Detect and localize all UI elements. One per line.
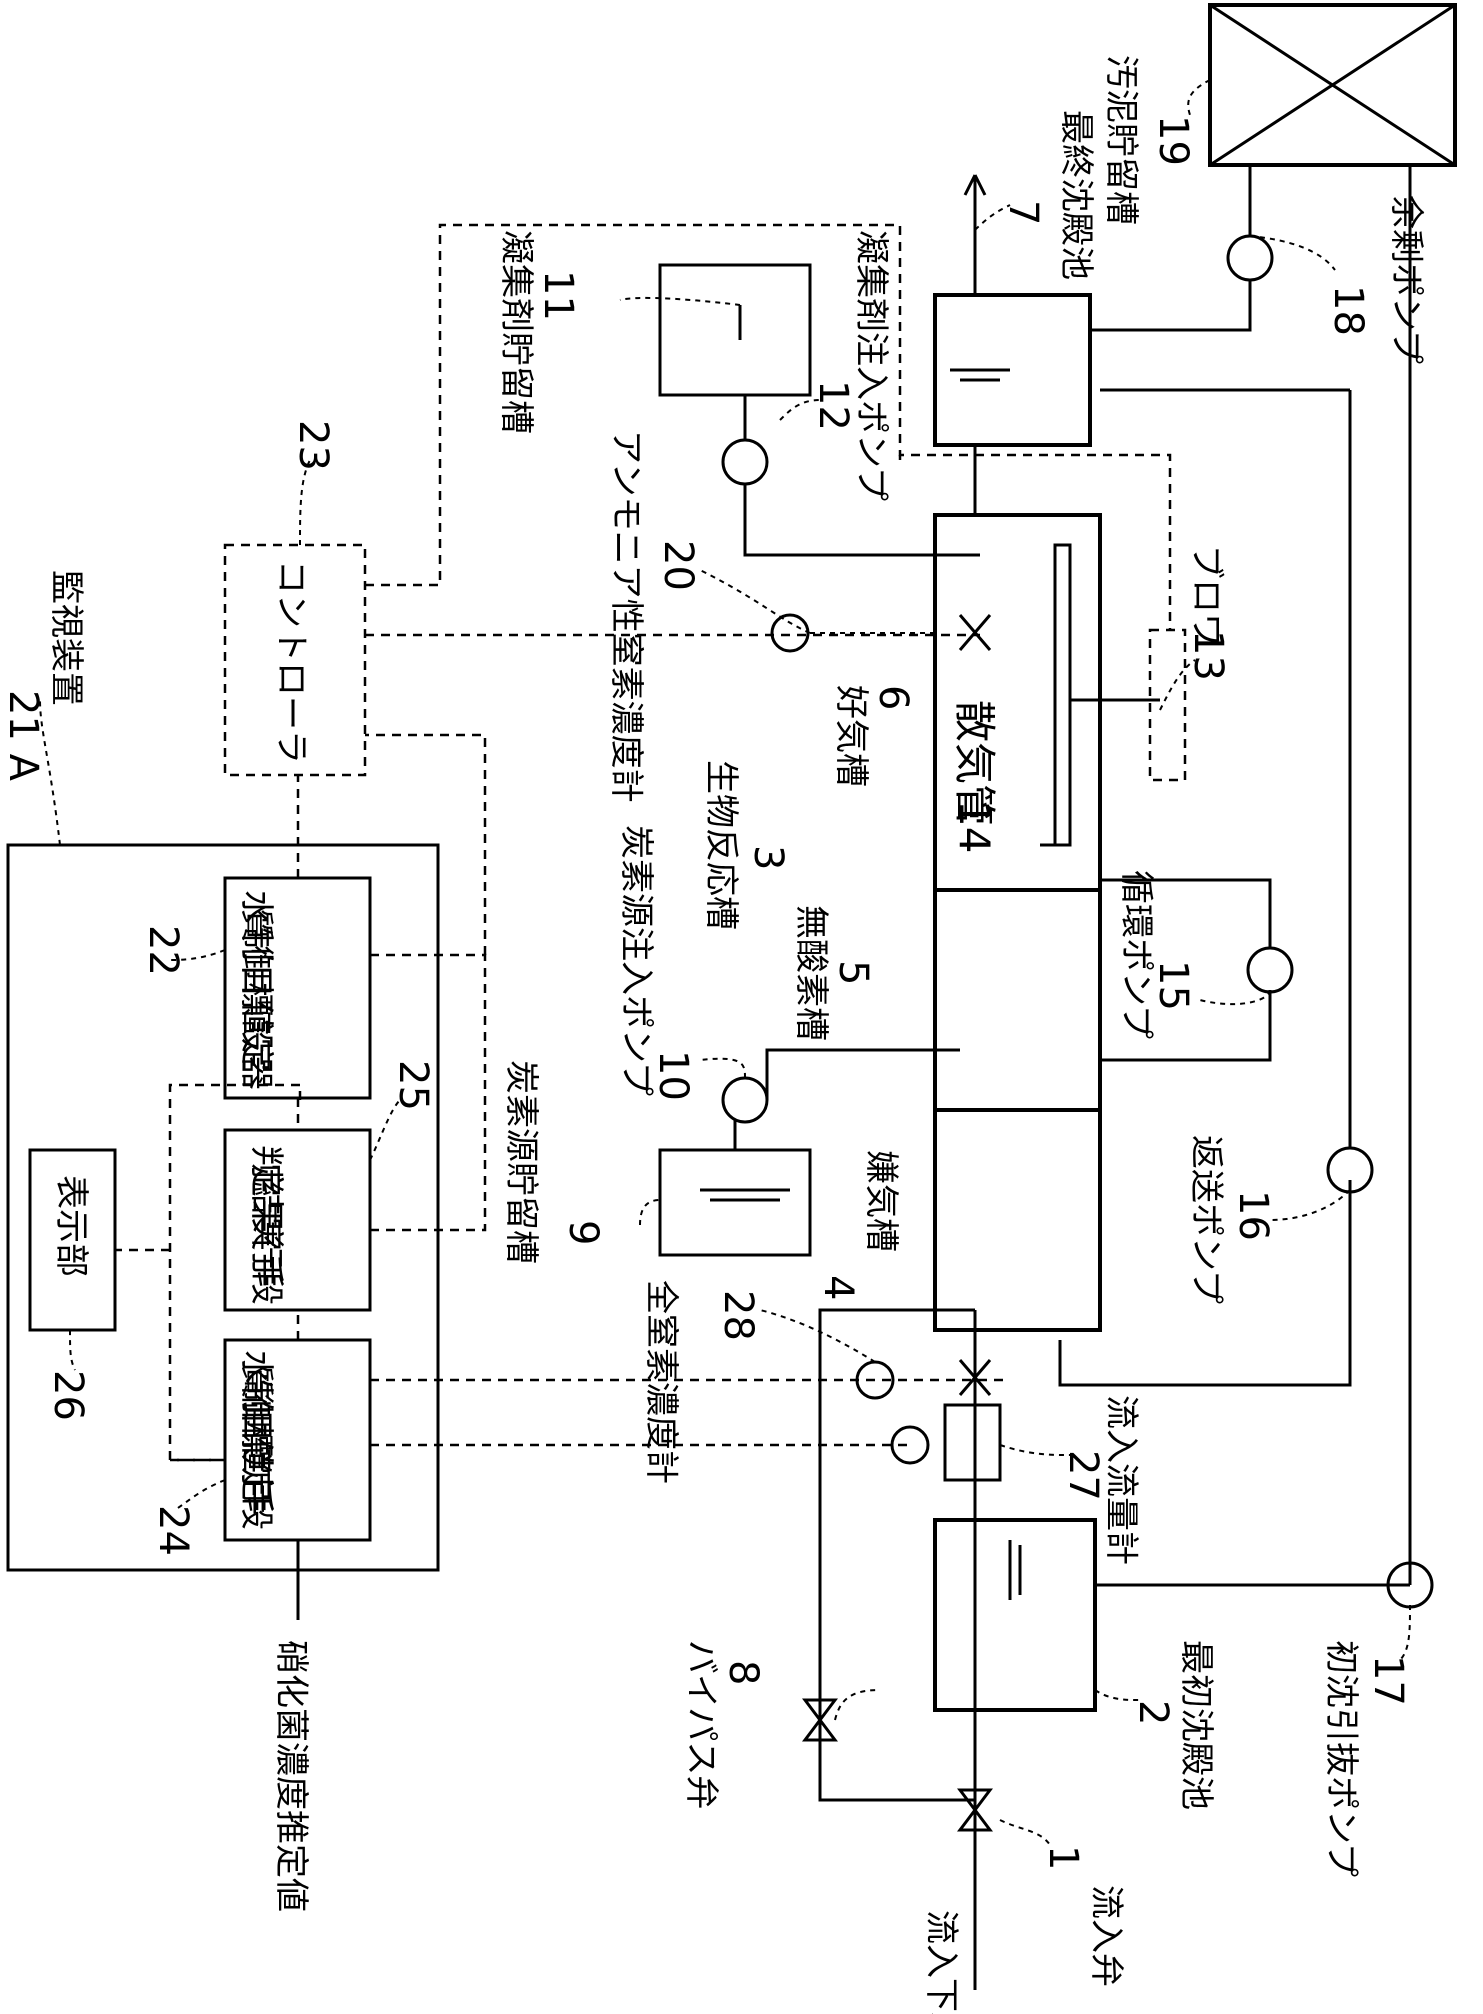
excess-pump-label: 余剰ポンプ <box>1386 195 1426 364</box>
target-setter-label: 水質制御目標値設定器 <box>236 890 276 1090</box>
controller-label: コントローラ <box>271 560 311 764</box>
target-judge-label: 水質制御目標値判定手段 <box>236 1350 276 1530</box>
ref-9: 9 <box>560 1220 606 1245</box>
ref-22: 22 <box>140 925 186 976</box>
diffuser-pipe <box>1053 543 1072 847</box>
excess-pump-icon <box>1226 234 1274 282</box>
ref-5: 5 <box>830 960 876 985</box>
coagulant-pump-label: 凝集剤注入ポンプ <box>851 230 891 501</box>
coagulant-pump-icon <box>721 438 769 486</box>
sludge-tank-label: 汚泥貯留槽 <box>1101 55 1141 225</box>
ref-27: 27 <box>1060 1450 1106 1501</box>
primary-settling-tank <box>933 1518 1097 1712</box>
ref-21: 21 A <box>0 690 46 782</box>
ref-19: 19 <box>1150 115 1196 166</box>
coagulant-tank-label: 凝集剤貯留槽 <box>496 230 536 434</box>
flowmeter-gauge-icon <box>890 1425 930 1465</box>
ref-6: 6 <box>870 685 916 710</box>
carbon-pump-icon <box>721 1076 769 1124</box>
aerobic-tank-label: 好気槽 <box>831 685 871 787</box>
carbon-tank-label: 炭素源貯留槽 <box>501 1060 541 1264</box>
diffuser-label: 散気管 <box>950 700 999 826</box>
ref-18: 18 <box>1325 285 1371 336</box>
carbon-pump-label: 炭素源注入ポンプ <box>616 825 656 1096</box>
total-nitrogen-meter-label: 全窒素濃度計 <box>641 1280 681 1484</box>
inflow-flowmeter-label: 流入流量計 <box>1101 1395 1141 1565</box>
controller-box <box>223 543 367 777</box>
circulation-pump-icon <box>1246 946 1294 994</box>
ref-20: 20 <box>655 540 701 591</box>
display-box <box>28 1148 117 1332</box>
sludge-tank <box>1208 3 1457 167</box>
anaerobic-tank-label: 嫌気槽 <box>861 1150 901 1252</box>
carbon-tank <box>658 1148 812 1257</box>
display-label: 表示部 <box>51 1175 91 1277</box>
ref-16: 16 <box>1230 1190 1276 1241</box>
circulation-pump-label: 循環ポンプ <box>1116 870 1156 1039</box>
ref-11: 11 <box>535 270 581 321</box>
monitor-label: 監視装置 <box>46 570 86 706</box>
final-settling-tank <box>933 293 1092 447</box>
bio-reactor <box>933 513 1102 1332</box>
ref-10: 10 <box>650 1050 696 1101</box>
bypass-valve-icon <box>802 1698 838 1742</box>
inflow-valve-icon <box>957 1788 993 1832</box>
ref-1: 1 <box>1040 1845 1086 1870</box>
ref-15: 15 <box>1150 960 1196 1011</box>
ref-12: 12 <box>810 380 856 431</box>
inflow-sewage-label: 流入下水 <box>921 1910 961 2014</box>
ref-13: 13 <box>1185 630 1231 681</box>
inflow-valve-label: 流入弁 <box>1086 1885 1126 1987</box>
primary-sludge-pump-label: 初沈引抜ポンプ <box>1321 1640 1361 1877</box>
ref-28: 28 <box>715 1290 761 1341</box>
result-exec-label: 判定結果実行手段 <box>246 1145 286 1305</box>
ref-4: 4 <box>815 1275 861 1300</box>
ref-8: 8 <box>720 1660 766 1685</box>
coagulant-tank <box>658 263 812 397</box>
blower-label: ブロワ <box>1186 545 1226 647</box>
final-settling-label: 最終沈殿池 <box>1056 110 1096 280</box>
ref-17: 17 <box>1365 1655 1411 1706</box>
nitrate-estimate-label: 硝化菌濃度推定値 <box>271 1640 311 1912</box>
ref-3: 3 <box>745 845 791 870</box>
ref-2: 2 <box>1130 1700 1176 1725</box>
ref-23: 23 <box>290 420 336 471</box>
primary-settling-label: 最初沈殿池 <box>1176 1640 1216 1810</box>
ammonia-meter-label: アンモニア性窒素濃度計 <box>606 430 646 803</box>
return-pump-label: 返送ポンプ <box>1186 1135 1226 1304</box>
ref-26: 26 <box>45 1370 91 1421</box>
bio-reactor-label: 生物反応槽 <box>701 760 741 930</box>
flowmeter-icon <box>943 1403 1002 1482</box>
anoxic-tank-label: 無酸素槽 <box>791 905 831 1041</box>
ammonia-meter-icon <box>770 613 810 653</box>
bypass-valve-label: バイパス弁 <box>681 1640 721 1809</box>
result-exec-box <box>223 1128 372 1312</box>
ref-14: 14 <box>950 800 999 853</box>
blower-box <box>1148 628 1187 782</box>
ref-7: 7 <box>1000 200 1046 225</box>
ref-24: 24 <box>150 1505 196 1556</box>
monitor-box <box>6 843 440 1572</box>
